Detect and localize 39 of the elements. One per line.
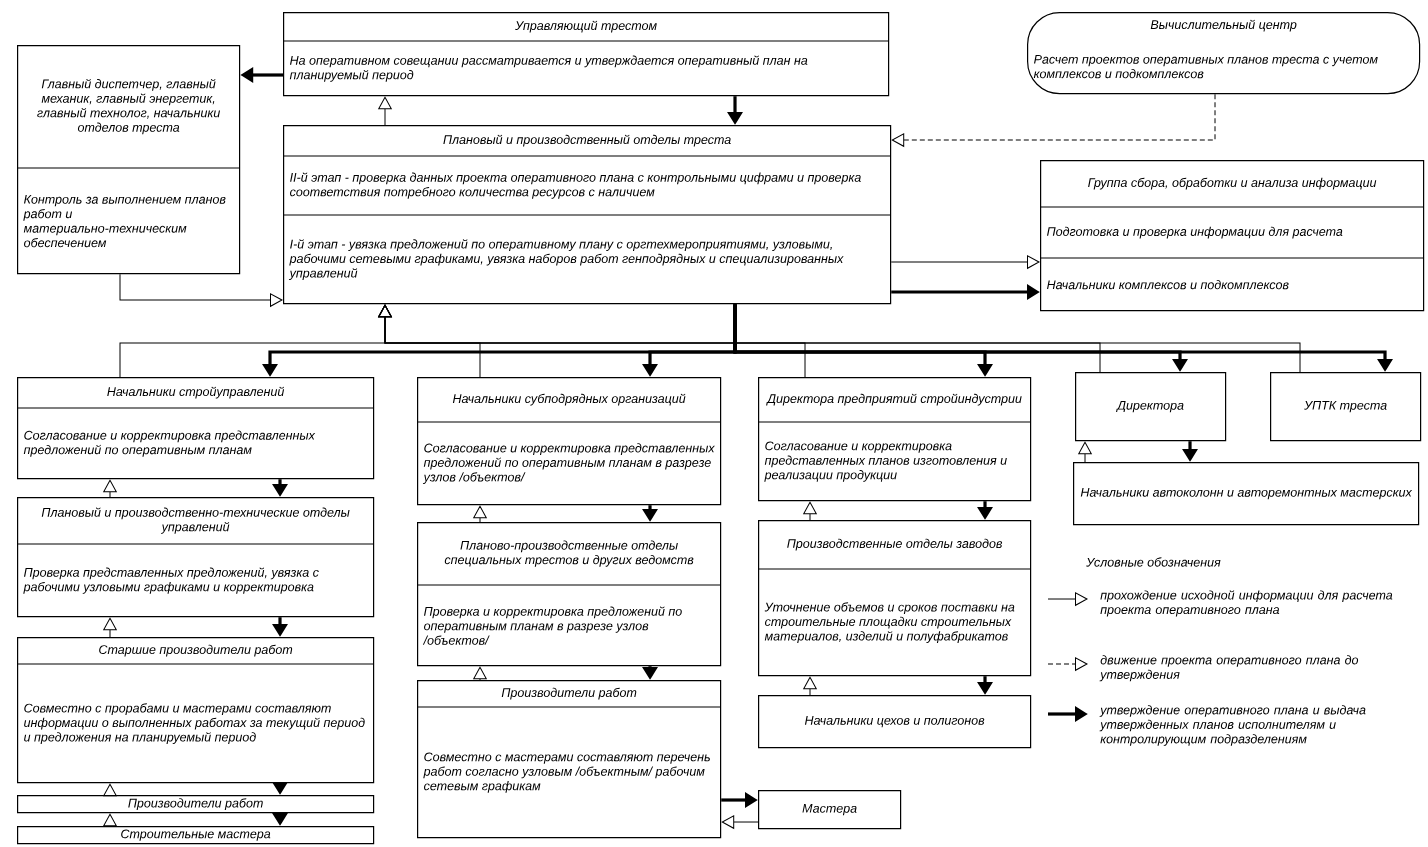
process-box: Старшие производители работ Совместно с прорабами и мастерами составляют информации о выполненных работах за текущий период и предложения на планируемый период bbox=[17, 637, 375, 784]
arrow bbox=[103, 479, 117, 498]
rounded-box: Вычислительный центр Расчет проектов оперативных планов треста с учетом комплексов и подкомплексов bbox=[1027, 12, 1421, 95]
arrow bbox=[103, 617, 117, 638]
arrow bbox=[119, 273, 283, 307]
arrow bbox=[378, 304, 1301, 373]
arrow bbox=[803, 676, 817, 696]
process-box: Главный диспетчер, главный механик, главный энергетик, главный технолог, начальники отделов треста Контроль за выполнением планов работ и материально-техническим обеспечением bbox=[17, 45, 241, 275]
arrow bbox=[103, 783, 117, 797]
legend-text: движение проекта оперативного плана до утверждения bbox=[1099, 655, 1359, 682]
process-box: Плановый и производственно-технические отделы управлений Проверка представленных предложений, увязка с рабочими узловыми графиками и корректировка bbox=[17, 497, 375, 618]
process-box: Производители работ bbox=[17, 795, 375, 814]
legend-text: утверждение оперативного плана и выдача утвержденных планов исполнителям и контролирующим подразделениям bbox=[1099, 705, 1366, 746]
process-box: Начальники автоколонн и авторемонтных мастерских bbox=[1073, 462, 1420, 526]
process-box: Управляющий трестом На оперативном совещании рассматривается и утверждается оперативный план на планируемый период bbox=[283, 12, 890, 97]
process-box: Начальники стройуправлений Согласование и корректировка представленных предложений по оперативным планам bbox=[17, 377, 375, 480]
legend-title: Условные обозначения bbox=[1086, 557, 1221, 567]
arrow bbox=[890, 255, 1040, 269]
process-box: Планово-производственные отделы специальных трестов и других ведомств Проверка и корректировка предложений по оперативным планам в разрезе узлов /объектов/ bbox=[417, 522, 722, 667]
arrow bbox=[103, 813, 117, 827]
legend-text: прохождение исходной информации для расчета проекта оперативного плана bbox=[1100, 590, 1393, 617]
arrow bbox=[1078, 441, 1092, 463]
arrow bbox=[473, 505, 487, 523]
process-box: Производители работ Совместно с мастерами составляют перечень работ согласно узловым /объектным/ рабочим сетевым графикам bbox=[417, 680, 722, 839]
arrow bbox=[378, 96, 392, 126]
process-box: Производственные отделы заводов Уточнение объемов и сроков поставки на строительные площадки строительных материалов, изделий и полуфабрикатов bbox=[758, 520, 1032, 677]
arrow bbox=[721, 815, 759, 829]
process-box: Начальники цехов и полигонов bbox=[758, 695, 1032, 749]
process-box: УПТК треста bbox=[1270, 372, 1422, 442]
arrow bbox=[803, 501, 817, 521]
process-box: Начальники субподрядных организаций Согласование и корректировка представленных предложений по оперативным планам в разрезе узлов /объектов/ bbox=[417, 377, 722, 506]
process-box: Строительные мастера bbox=[17, 826, 375, 845]
arrow bbox=[473, 666, 487, 681]
process-box: Плановый и производственный отделы треста II-й этап - проверка данных проекта оперативного плана с контрольными цифрами и проверка соответствия потребного количества ресурсов с наличием I-й этап - увязка предложений по оперативному плану с оргтехмероприятиями, узловыми, рабочими сетевыми графиками, увязка наборов работ генподрядных и специализированных управлений bbox=[283, 125, 892, 305]
process-box: Группа сбора, обработки и анализа информации Подготовка и проверка информации для расчета Начальники комплексов и подкомплексов bbox=[1040, 160, 1425, 312]
arrow bbox=[891, 93, 1216, 147]
process-box: Мастера bbox=[758, 790, 902, 830]
process-box: Директора bbox=[1075, 372, 1227, 442]
process-box: Директора предприятий стройиндустрии Согласование и корректировка представленных планов изготовления и реализации продукции bbox=[758, 377, 1032, 502]
